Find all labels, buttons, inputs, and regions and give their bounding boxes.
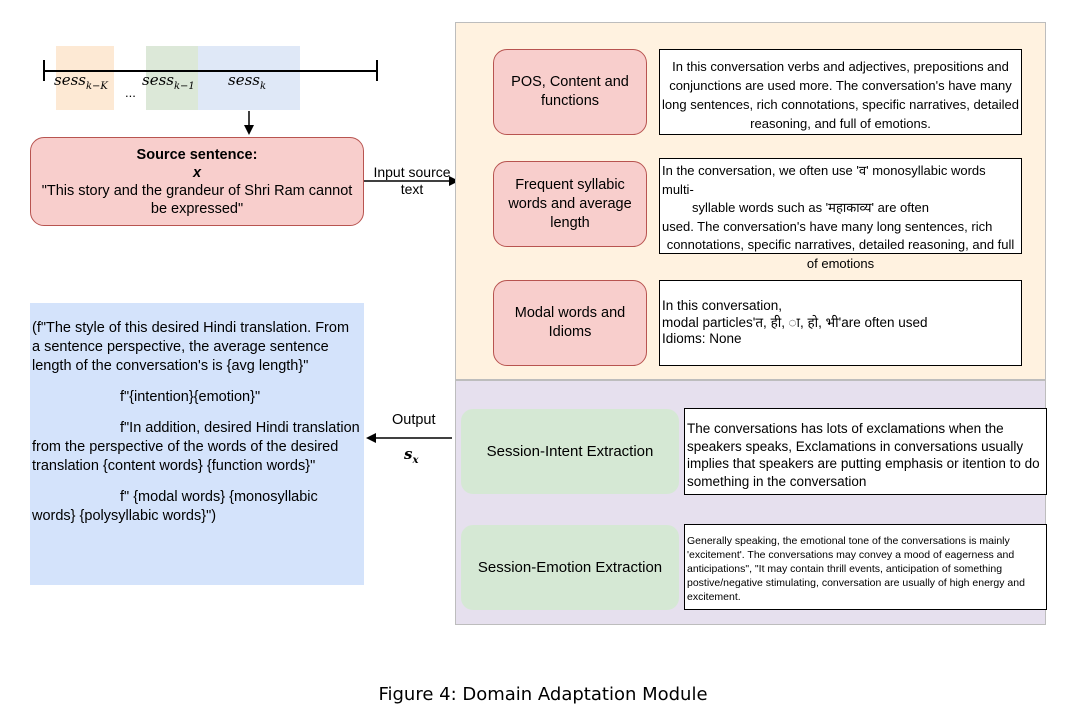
source-sentence-title: Source sentence:	[136, 146, 258, 163]
timeline-axis	[43, 70, 377, 72]
modal-words-idioms-desc: In this conversation, modal particles'त,…	[659, 280, 1022, 366]
session-block-k	[198, 46, 300, 110]
input-source-label: Input source text	[373, 164, 451, 197]
figure-caption: Figure 4: Domain Adaptation Module	[378, 684, 708, 705]
output-template-line-1: (f"The style of this desired Hindi trans…	[32, 320, 350, 374]
output-template-line-2: f"{intention}{emotion}"	[120, 389, 261, 405]
output-label: Output	[392, 412, 436, 428]
session-label-k-minus-1: sessk−1	[142, 71, 195, 92]
timeline-tick-right	[376, 60, 378, 81]
pos-content-functions-box: POS, Content and functions	[493, 49, 647, 135]
modal-words-idioms-box: Modal words and Idioms	[493, 280, 647, 366]
session-intent-desc: The conversations has lots of exclamatio…	[684, 408, 1047, 495]
session-label-k: sessk	[228, 71, 267, 92]
output-template-line-4: f" {modal words} {monosyllabic words} {p…	[32, 489, 318, 524]
session-emotion-box: Session-Emotion Extraction	[461, 525, 679, 610]
session-intent-box: Session-Intent Extraction	[461, 409, 679, 494]
pos-content-functions-desc: In this conversation verbs and adjective…	[659, 49, 1022, 135]
frequent-syllabic-words-box: Frequent syllabic words and average leng…	[493, 161, 647, 247]
frequent-syllabic-words-desc: In the conversation, we often use 'व' mo…	[659, 158, 1022, 271]
session-label-k-minus-K: sessk−K	[54, 71, 108, 92]
session-block-k-minus-1	[146, 46, 198, 110]
source-sentence-text: "This story and the grandeur of Shri Ram…	[41, 182, 353, 217]
output-prompt-template: (f"The style of this desired Hindi trans…	[30, 303, 364, 585]
output-var: sx	[404, 445, 419, 466]
source-sentence-box: Source sentence: x "This story and the g…	[30, 137, 364, 226]
session-block-k-minus-K	[56, 46, 114, 110]
timeline-ellipsis: ...	[125, 85, 136, 100]
session-emotion-desc: Generally speaking, the emotional tone o…	[684, 524, 1047, 610]
output-template-line-3: f"In addition, desired Hindi translation…	[32, 420, 360, 474]
timeline-tick-left	[43, 60, 45, 81]
source-sentence-var: x	[192, 164, 202, 181]
